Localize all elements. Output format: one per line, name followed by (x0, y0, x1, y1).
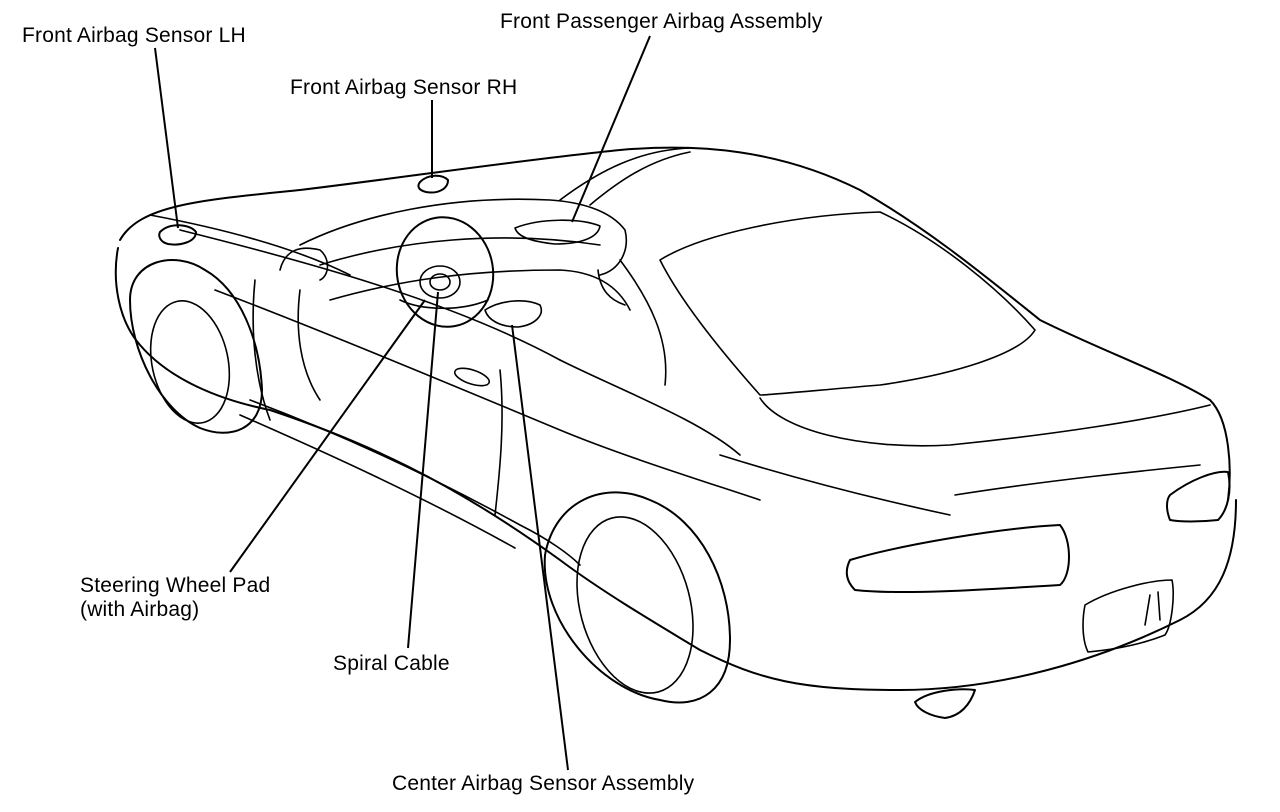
label-center-airbag-sensor-assembly: Center Airbag Sensor Assembly (392, 772, 695, 795)
tail-lights (845, 470, 1231, 719)
label-front-airbag-sensor-rh: Front Airbag Sensor RH (290, 76, 518, 99)
cabin (252, 147, 691, 516)
label-steering-wheel-pad: Steering Wheel Pad (with Airbag) (80, 574, 270, 622)
label-steering-wheel-pad-line2: (with Airbag) (80, 598, 200, 621)
rear-window (659, 211, 1211, 496)
label-front-passenger-airbag-assembly: Front Passenger Airbag Assembly (500, 10, 823, 33)
label-front-airbag-sensor-lh: Front Airbag Sensor LH (22, 24, 246, 47)
leader-front-airbag-sensor-lh (154, 47, 179, 229)
rear-wheel (543, 491, 731, 704)
sensor-markers (158, 174, 601, 328)
car-body (114, 146, 1237, 691)
leader-center-airbag-sensor (511, 324, 569, 771)
leader-steering-wheel-pad (229, 299, 426, 573)
front-airbag-sensor-lh-marker (158, 224, 197, 246)
label-steering-wheel-pad-line1: Steering Wheel Pad (80, 574, 271, 597)
center-airbag-sensor-marker (484, 300, 542, 328)
leader-spiral-cable (407, 291, 439, 649)
front-airbag-sensor-rh-marker (417, 174, 449, 194)
steering-wheel (395, 216, 495, 328)
leader-lines (154, 35, 651, 771)
passenger-airbag-marker (514, 219, 601, 245)
leader-front-passenger-airbag (571, 35, 651, 223)
label-spiral-cable: Spiral Cable (333, 652, 450, 675)
front-wheel (129, 259, 263, 434)
